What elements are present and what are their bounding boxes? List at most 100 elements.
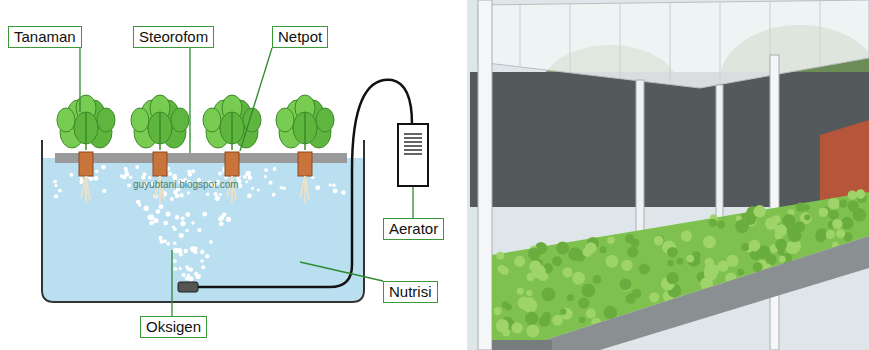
bubble xyxy=(188,276,193,281)
bubble xyxy=(190,246,196,252)
bubble xyxy=(190,277,194,281)
netpot xyxy=(225,152,239,176)
bubble xyxy=(69,173,73,177)
bubble xyxy=(119,174,123,178)
label-box: Netpot xyxy=(272,26,328,48)
bubble xyxy=(205,254,210,259)
bubble xyxy=(247,193,252,198)
lettuce-leaf xyxy=(639,263,650,274)
bubble xyxy=(222,212,227,217)
bubble xyxy=(53,180,57,184)
bubble xyxy=(168,172,172,176)
label-box: Aerator xyxy=(383,218,444,240)
bubble xyxy=(257,188,260,191)
lettuce-leaf xyxy=(625,234,634,243)
stem xyxy=(304,112,306,150)
bubble xyxy=(183,249,188,254)
lettuce-leaf xyxy=(562,267,572,277)
lettuce-leaf xyxy=(667,260,674,267)
lettuce-leaf xyxy=(796,202,805,211)
label-text: Nutrisi xyxy=(389,283,432,300)
bubbles xyxy=(53,165,346,282)
lettuce-leaf xyxy=(667,247,678,258)
bubble xyxy=(147,215,153,221)
bubble xyxy=(181,217,185,221)
lettuce-leaf xyxy=(749,240,761,252)
label-text: Oksigen xyxy=(146,318,201,335)
lettuce-leaf xyxy=(511,322,522,333)
bubble xyxy=(181,273,185,277)
bubble xyxy=(185,229,189,233)
aerator-grill xyxy=(404,134,422,154)
lettuce-leaf xyxy=(649,292,659,302)
bubble xyxy=(245,180,248,183)
aerator-device xyxy=(398,124,428,186)
lettuce-leaf xyxy=(533,271,540,278)
bubble xyxy=(89,176,94,181)
bubble xyxy=(175,215,179,219)
lettuce-leaf xyxy=(606,255,619,268)
bubble xyxy=(226,217,231,222)
bubble xyxy=(179,193,183,197)
bubble xyxy=(243,175,247,179)
lettuce-leaf xyxy=(505,304,512,311)
lettuce-leaf xyxy=(741,243,749,251)
bubble xyxy=(163,221,168,226)
lettuce-leaf xyxy=(501,267,509,275)
leader-line xyxy=(240,48,272,151)
bubble xyxy=(129,175,133,179)
label-text: Aerator xyxy=(389,220,438,237)
air-stone xyxy=(178,282,198,292)
bubble xyxy=(54,184,57,187)
bubble xyxy=(191,169,195,173)
lettuce-leaf xyxy=(654,236,664,246)
lettuce-leaf xyxy=(703,236,716,249)
lettuce-leaf xyxy=(819,207,829,217)
roots xyxy=(81,176,90,203)
leader-line xyxy=(412,187,413,218)
bubble xyxy=(179,233,184,238)
lettuce-leaf xyxy=(707,264,719,276)
leaf xyxy=(316,108,334,132)
lettuce-leaf xyxy=(655,235,665,245)
bubble xyxy=(264,175,267,178)
lettuce-leaf xyxy=(593,275,602,284)
bubble xyxy=(329,183,332,186)
lettuce-leaf xyxy=(709,219,717,227)
label-box: Nutrisi xyxy=(383,281,438,303)
lettuce-leaf xyxy=(603,306,617,320)
lettuce-leaf xyxy=(621,260,632,271)
label-box: Steorofom xyxy=(133,26,214,48)
lettuce-leaf xyxy=(826,230,835,239)
lettuce-leaf xyxy=(578,298,589,309)
bubble xyxy=(54,194,58,198)
bubble xyxy=(158,236,162,240)
label-text: Steorofom xyxy=(139,28,208,45)
lettuce-leaf xyxy=(526,290,532,296)
nutrient-water xyxy=(43,158,363,301)
bubble xyxy=(280,186,283,189)
leaf xyxy=(57,108,75,132)
bubble xyxy=(209,240,213,244)
lettuce-leaf xyxy=(848,190,857,199)
bubble xyxy=(268,181,272,185)
lettuce-leaf xyxy=(627,247,638,258)
bubble xyxy=(174,191,177,194)
bubble xyxy=(187,191,190,194)
bubble xyxy=(218,171,222,175)
lettuce-leaf xyxy=(572,272,585,285)
lettuce-leaf xyxy=(804,214,810,220)
bubble xyxy=(173,190,178,195)
bubble xyxy=(215,196,220,201)
bubble xyxy=(135,165,139,169)
lettuce-leaf xyxy=(832,219,842,229)
bubble xyxy=(173,259,176,262)
bubble xyxy=(333,189,338,194)
bubble xyxy=(332,183,336,187)
bubble xyxy=(201,265,205,269)
leaf xyxy=(276,108,294,132)
plants xyxy=(57,95,334,203)
bubble xyxy=(166,242,170,246)
leader-line xyxy=(79,48,80,112)
